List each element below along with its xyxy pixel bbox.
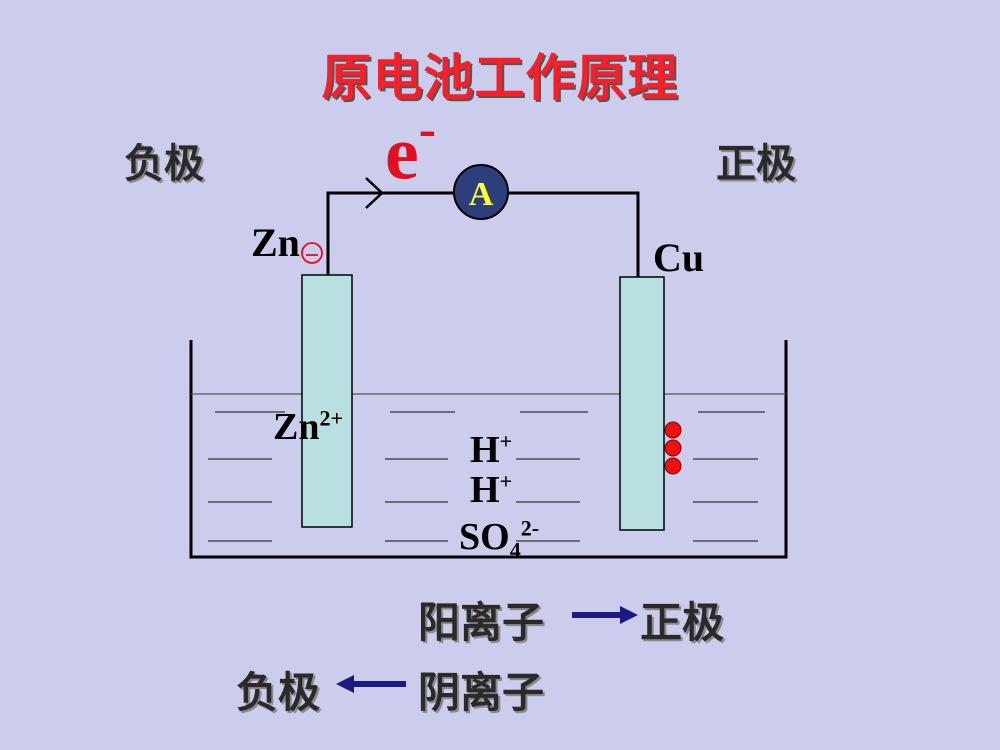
positive-pole-label: 正极 — [716, 141, 796, 187]
copper-label: Cu — [653, 235, 705, 280]
page-title: 原电池工作原理 — [321, 49, 679, 107]
electron-symbol: e- — [385, 104, 436, 192]
hydrogen-ion-1-charge: + — [499, 428, 513, 454]
zinc-label: Zn — [251, 220, 300, 265]
negative-pole-label: 负极 — [124, 141, 204, 187]
anion-arrow-head — [336, 675, 354, 693]
copper-electrode — [619, 276, 665, 531]
hydrogen-ion-2: H+ — [470, 468, 512, 512]
ammeter-label: A — [469, 176, 494, 213]
electron-base: e — [385, 111, 419, 196]
anion-label: 阴离子 — [418, 668, 545, 717]
zinc-ion-charge: 2+ — [319, 405, 344, 431]
sulfate-ion-charge: 2- — [520, 515, 540, 541]
zinc-electrode — [301, 274, 353, 528]
sulfate-ion-subscript: 4 — [509, 537, 521, 563]
anion-target-label: 负极 — [236, 668, 321, 717]
hydrogen-ion-2-charge: + — [499, 468, 513, 494]
cation-label: 阳离子 — [418, 598, 545, 647]
hydrogen-ion-2-base: H — [470, 469, 500, 511]
hydrogen-bubbles — [664, 421, 682, 475]
zinc-ion: Zn2+ — [273, 405, 343, 449]
zinc-ion-base: Zn — [273, 406, 320, 448]
sulfate-ion-base: SO — [459, 516, 510, 558]
cation-arrow-head — [620, 606, 638, 624]
ammeter — [453, 164, 509, 220]
electron-charge: - — [418, 101, 437, 158]
sulfate-ion: SO42- — [459, 515, 539, 564]
beaker — [189, 340, 788, 559]
minus-sign-circle — [301, 242, 323, 264]
electron-arrow — [365, 177, 384, 209]
solution-lines — [208, 411, 765, 542]
hydrogen-ion-1: H+ — [470, 428, 512, 472]
hydrogen-ion-1-base: H — [470, 429, 500, 471]
cation-target-label: 正极 — [640, 598, 725, 647]
